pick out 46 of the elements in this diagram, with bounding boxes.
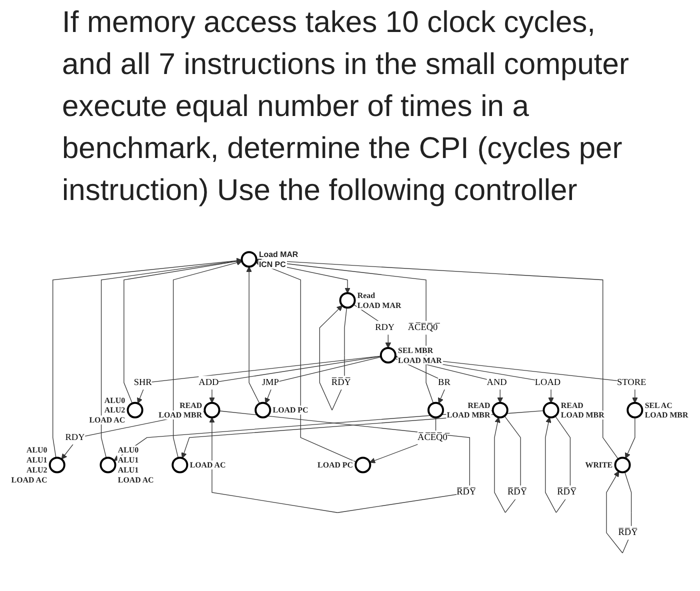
edge-label: BR — [438, 378, 450, 388]
node-circle — [380, 346, 396, 364]
node-circle — [492, 402, 508, 418]
edge-label: STORE — [617, 378, 646, 388]
edge-label: JMP — [262, 378, 279, 388]
node-circle — [240, 251, 258, 268]
node-circle — [354, 456, 372, 474]
edge-label: R̅D̅Y̅ — [331, 378, 351, 388]
node-circle — [48, 456, 66, 474]
edge-label: R̅D̅Y̅ — [456, 487, 476, 498]
edge-label: R̅D̅Y̅ — [507, 487, 528, 498]
arrow — [625, 417, 636, 459]
edge-label: R̅D̅Y̅ — [557, 487, 577, 498]
edge-label: A̅C̅E̅Q̅0̅ — [408, 322, 438, 333]
node-circle — [614, 456, 631, 474]
arrow — [606, 471, 632, 554]
node-circle — [542, 402, 560, 418]
edge-label: AND — [486, 378, 507, 388]
edge-label: ADD — [198, 378, 219, 388]
arrow — [353, 304, 392, 348]
arrow — [52, 258, 242, 458]
arrow — [319, 305, 348, 410]
arrow — [264, 356, 382, 404]
edge-label: RDY — [375, 322, 395, 333]
arrow — [246, 266, 260, 404]
edge-label: SHR — [134, 378, 152, 388]
node-circle — [172, 456, 188, 474]
arrow — [209, 410, 470, 513]
question-text: If memory access takes 10 clock cycles, and all 7 instructions in the small computer execute equal number of times in a benchmark, determine the CPI (cycles per instruction) Use the following controller — [61, 5, 630, 209]
arrow — [209, 356, 382, 404]
node-circle — [254, 402, 272, 418]
edge-label: R̅D̅Y̅ — [618, 528, 638, 538]
node-circle — [339, 292, 356, 309]
edge-label: RDY — [65, 432, 85, 443]
arrow — [172, 260, 242, 458]
node-circle — [428, 402, 444, 418]
edge-label: LOAD — [534, 378, 561, 388]
node-circle — [626, 402, 644, 418]
arrow — [545, 416, 571, 513]
node-circle — [100, 456, 116, 474]
arrow — [494, 416, 521, 513]
node-circle — [204, 402, 220, 418]
arrow — [100, 258, 242, 458]
node-circle — [126, 402, 144, 418]
edge-label: A̅C̅E̅Q̅0̅ — [418, 432, 448, 443]
arrow — [137, 356, 382, 404]
